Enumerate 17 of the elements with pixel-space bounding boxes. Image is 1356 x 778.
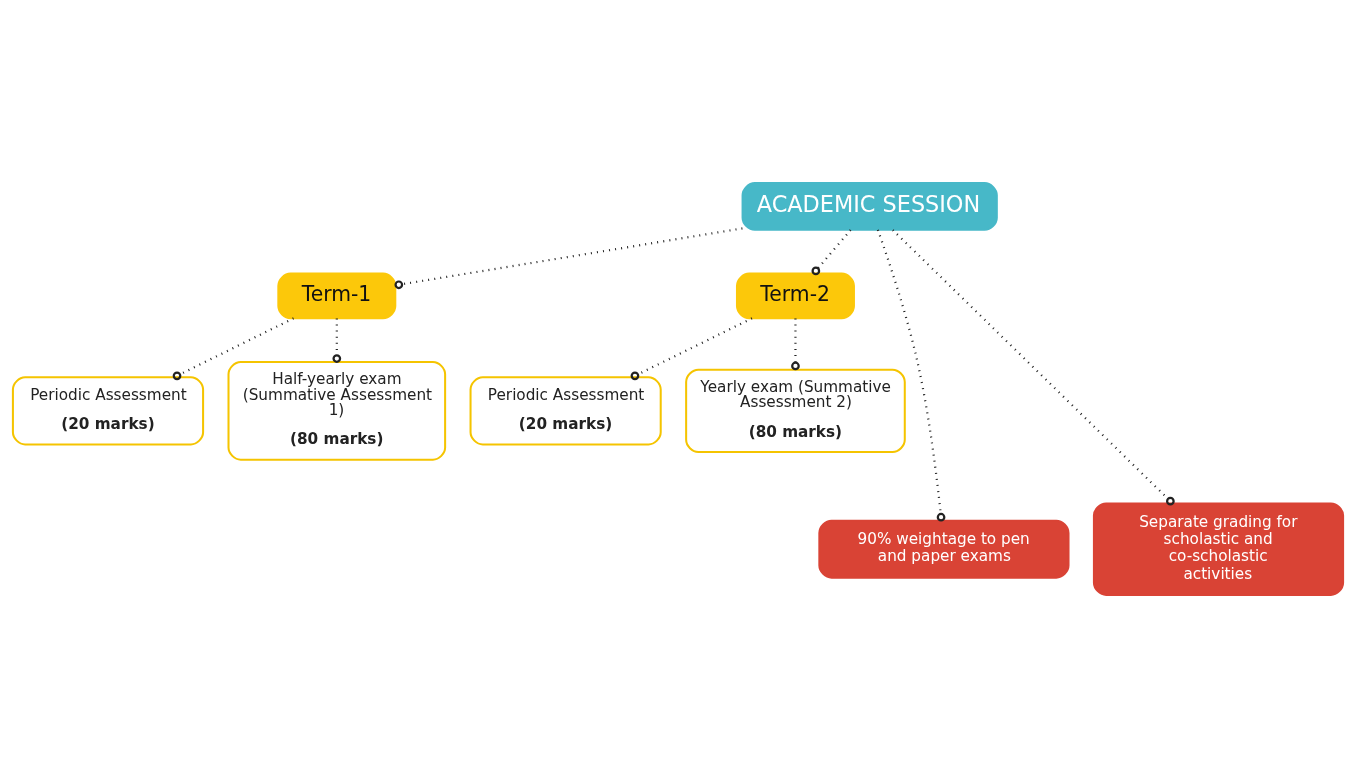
node-box: Periodic Assessment (20 marks) (469, 376, 662, 446)
connector (172, 317, 294, 381)
node-box: Yearly exam (Summative Assessment 2) (80 marks) (685, 368, 906, 454)
node-box: Term-1 (277, 272, 397, 320)
node-box: 90% weightage to pen and paper exams (818, 519, 1070, 579)
node-box: Separate grading for scholastic and co-scholastic activities (1092, 502, 1345, 596)
node-box: Term-2 (735, 272, 855, 320)
node-box: Half-yearly exam (Summative Assessment 1) (80 marks) (227, 361, 447, 461)
connector (394, 227, 743, 290)
connector (332, 318, 342, 363)
connector (630, 317, 753, 381)
connector (876, 229, 946, 522)
connector (811, 229, 852, 276)
node-box: ACADEMIC SESSION (741, 182, 998, 231)
node-box: Periodic Assessment (20 marks) (11, 376, 205, 446)
connector (892, 229, 1175, 506)
connector (791, 318, 800, 371)
